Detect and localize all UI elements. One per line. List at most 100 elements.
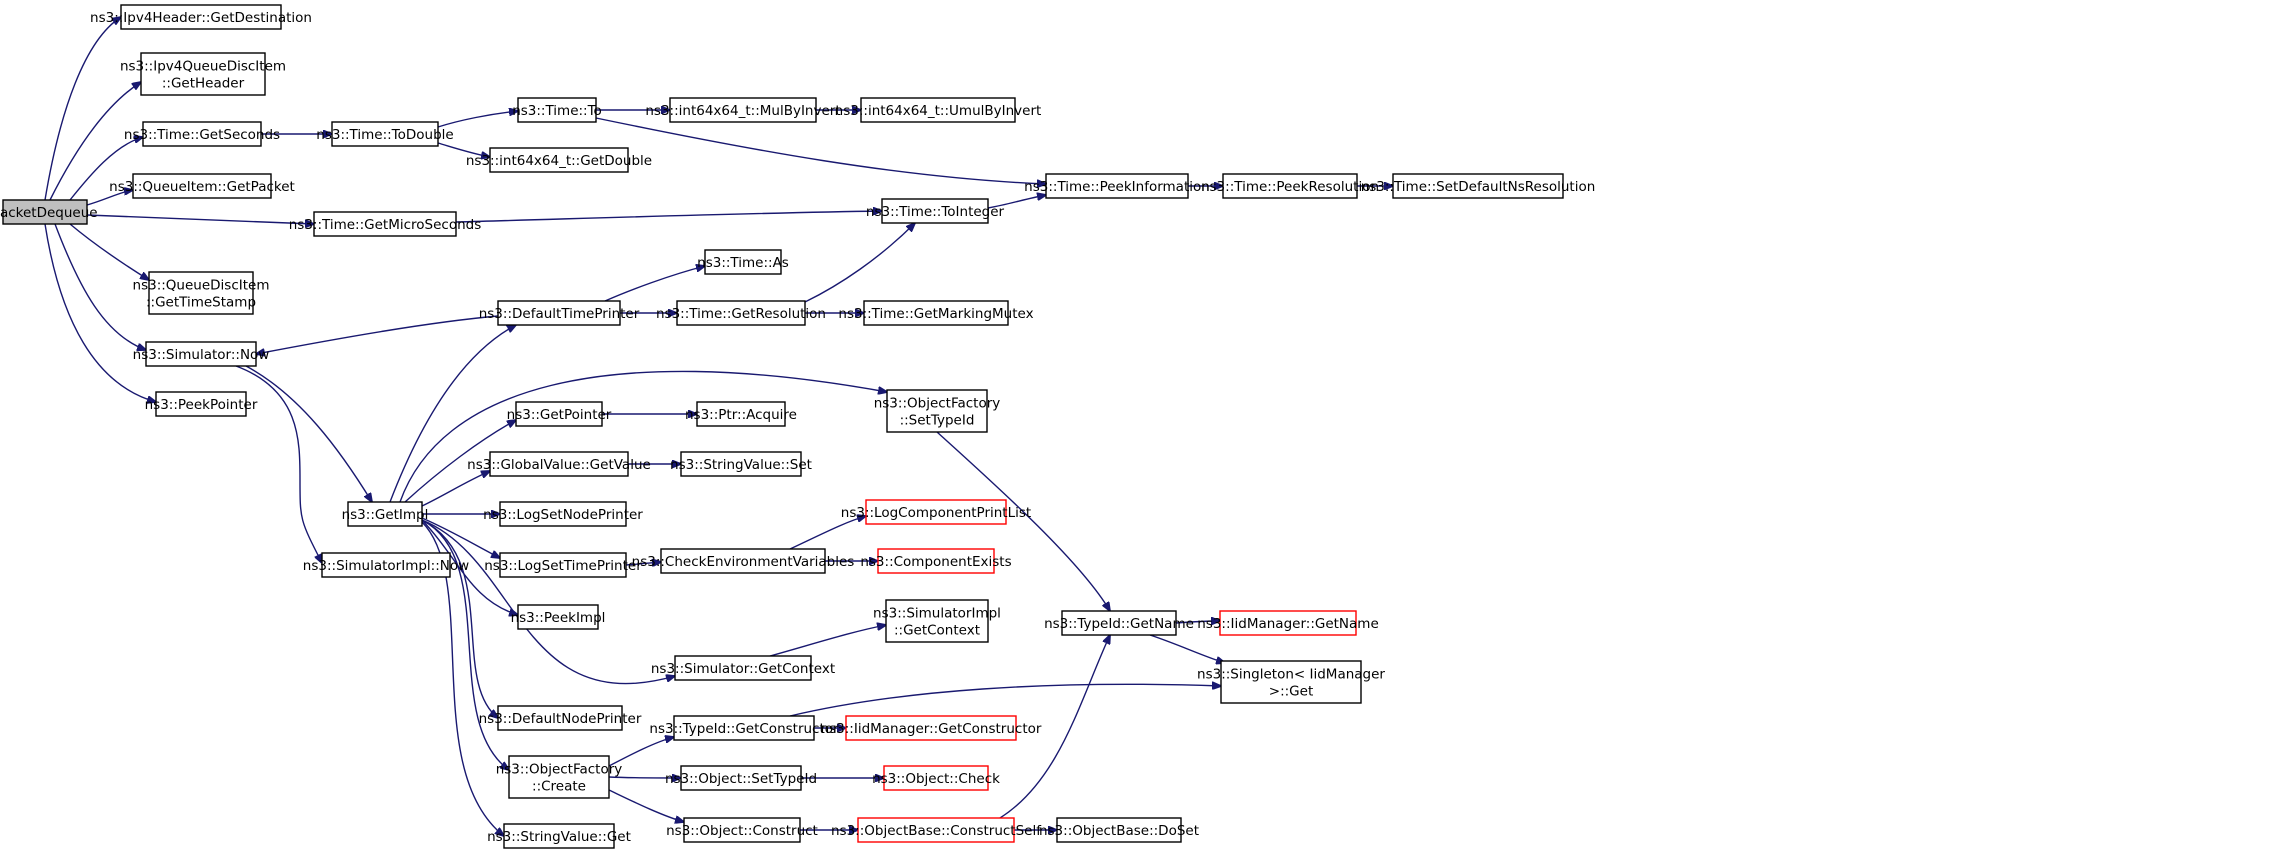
node-box-typeid-getname[interactable]	[1061, 610, 1177, 636]
node-simulatorimpl-getcontext[interactable]: ns3::SimulatorImpl::GetContext	[873, 599, 1001, 643]
node-box-time-to[interactable]	[517, 97, 597, 123]
node-time-getseconds[interactable]: ns3::Time::GetSeconds	[124, 121, 280, 147]
node-time-to[interactable]: ns3::Time::To	[512, 97, 602, 123]
node-time-getmicroseconds[interactable]: ns3::Time::GetMicroSeconds	[289, 211, 482, 237]
node-box-componentexists[interactable]	[877, 548, 995, 574]
node-box-objectfactory-create[interactable]	[508, 755, 610, 799]
node-time-getresolution[interactable]: ns3::Time::GetResolution	[656, 300, 826, 326]
node-packetdequeue[interactable]: PacketDequeue	[0, 199, 98, 225]
node-getimpl[interactable]: ns3::GetImpl	[342, 501, 429, 527]
node-time-todouble[interactable]: ns3::Time::ToDouble	[316, 121, 454, 147]
node-box-int64-mulbyinvert[interactable]	[669, 97, 817, 123]
node-box-peekimpl[interactable]	[517, 604, 599, 630]
node-typeid-getname[interactable]: ns3::TypeId::GetName	[1044, 610, 1194, 636]
node-ipv4qdi-getheader[interactable]: ns3::Ipv4QueueDiscItem::GetHeader	[120, 52, 286, 96]
node-box-time-peekinformation[interactable]	[1045, 173, 1189, 199]
node-box-int64-getdouble[interactable]	[489, 147, 629, 173]
node-globalvalue-getvalue[interactable]: ns3::GlobalValue::GetValue	[467, 451, 651, 477]
node-box-stringvalue-get[interactable]	[503, 823, 615, 849]
node-box-logsetnodeprinter[interactable]	[499, 501, 627, 527]
node-getpointer[interactable]: ns3::GetPointer	[507, 401, 612, 427]
node-qdi-gettimestamp[interactable]: ns3::QueueDiscItem::GetTimeStamp	[133, 271, 270, 315]
node-time-as[interactable]: ns3::Time::As	[697, 249, 789, 275]
node-box-iidmanager-getconstructor[interactable]	[845, 715, 1017, 741]
node-logcomponentprintlist[interactable]: ns3::LogComponentPrintList	[841, 499, 1031, 525]
node-time-getmarkingmutex[interactable]: ns3::Time::GetMarkingMutex	[838, 300, 1034, 326]
node-box-peekpointer[interactable]	[155, 391, 247, 417]
node-logsetnodeprinter[interactable]: ns3::LogSetNodePrinter	[483, 501, 643, 527]
node-object-construct[interactable]: ns3::Object::Construct	[666, 817, 818, 843]
node-box-time-todouble[interactable]	[331, 121, 439, 147]
node-box-time-getmarkingmutex[interactable]	[863, 300, 1009, 326]
node-box-simulatorimpl-getcontext[interactable]	[885, 599, 989, 643]
node-box-objectbase-doset[interactable]	[1056, 817, 1182, 843]
node-time-setdefaultnsresolution[interactable]: ns3::Time::SetDefaultNsResolution	[1361, 173, 1596, 199]
node-box-iidmanager-getname[interactable]	[1219, 610, 1357, 636]
node-int64-umulbyinvert[interactable]: ns3::int64x64_t::UmulByInvert	[835, 97, 1042, 123]
node-box-defaulttimeprinter[interactable]	[497, 300, 621, 326]
node-defaultnodeprinter[interactable]: ns3::DefaultNodePrinter	[479, 705, 642, 731]
node-simulatorimpl-now[interactable]: ns3::SimulatorImpl::Now	[303, 552, 469, 578]
node-box-defaultnodeprinter[interactable]	[497, 705, 623, 731]
node-objectfactory-settypeid[interactable]: ns3::ObjectFactory::SetTypeId	[874, 389, 1001, 433]
node-objectbase-constructself[interactable]: ns3::ObjectBase::ConstructSelf	[831, 817, 1042, 843]
node-box-getpointer[interactable]	[515, 401, 603, 427]
node-box-simulator-now[interactable]	[145, 341, 257, 367]
node-box-time-peekresolution[interactable]	[1222, 173, 1358, 199]
node-checkenvvars[interactable]: ns3::CheckEnvironmentVariables	[632, 548, 855, 574]
node-int64-mulbyinvert[interactable]: ns3::int64x64_t::MulByInvert	[645, 97, 841, 123]
node-box-object-settypeid[interactable]	[680, 765, 802, 791]
node-int64-getdouble[interactable]: ns3::int64x64_t::GetDouble	[466, 147, 652, 173]
node-box-getimpl[interactable]	[347, 501, 423, 527]
node-stringvalue-get[interactable]: ns3::StringValue::Get	[487, 823, 631, 849]
node-box-time-setdefaultnsresolution[interactable]	[1392, 173, 1564, 199]
node-typeid-getconstructor[interactable]: ns3::TypeId::GetConstructor	[649, 715, 839, 741]
node-logsettimeprinter[interactable]: ns3::LogSetTimePrinter	[484, 552, 642, 578]
node-box-queueitem-getpacket[interactable]	[132, 173, 272, 199]
node-time-peekinformation[interactable]: ns3::Time::PeekInformation	[1024, 173, 1210, 199]
node-defaulttimeprinter[interactable]: ns3::DefaultTimePrinter	[479, 300, 640, 326]
node-box-typeid-getconstructor[interactable]	[673, 715, 815, 741]
node-box-time-getresolution[interactable]	[676, 300, 806, 326]
node-iidmanager-getconstructor[interactable]: ns3::IidManager::GetConstructor	[821, 715, 1042, 741]
node-box-logcomponentprintlist[interactable]	[865, 499, 1007, 525]
node-ptr-acquire[interactable]: ns3::Ptr::Acquire	[685, 401, 797, 427]
node-box-time-tointeger[interactable]	[881, 198, 989, 224]
node-box-globalvalue-getvalue[interactable]	[489, 451, 629, 477]
node-box-ipv4qdi-getheader[interactable]	[140, 52, 266, 96]
node-componentexists[interactable]: ns3::ComponentExists	[860, 548, 1012, 574]
node-box-singleton-get[interactable]	[1220, 660, 1362, 704]
node-box-time-getseconds[interactable]	[142, 121, 262, 147]
node-ipv4-getdest[interactable]: ns3::Ipv4Header::GetDestination	[90, 4, 312, 30]
node-box-objectbase-constructself[interactable]	[857, 817, 1015, 843]
node-box-qdi-gettimestamp[interactable]	[148, 271, 254, 315]
node-objectfactory-create[interactable]: ns3::ObjectFactory::Create	[496, 755, 623, 799]
node-peekimpl[interactable]: ns3::PeekImpl	[511, 604, 606, 630]
node-box-objectfactory-settypeid[interactable]	[886, 389, 988, 433]
node-queueitem-getpacket[interactable]: ns3::QueueItem::GetPacket	[109, 173, 295, 199]
node-object-check[interactable]: ns3::Object::Check	[872, 765, 1000, 791]
node-box-int64-umulbyinvert[interactable]	[860, 97, 1016, 123]
node-object-settypeid[interactable]: ns3::Object::SetTypeId	[665, 765, 817, 791]
node-peekpointer[interactable]: ns3::PeekPointer	[145, 391, 258, 417]
node-objectbase-doset[interactable]: ns3::ObjectBase::DoSet	[1039, 817, 1199, 843]
node-box-object-construct[interactable]	[683, 817, 801, 843]
node-box-checkenvvars[interactable]	[660, 548, 826, 574]
node-box-stringvalue-set[interactable]	[680, 451, 802, 477]
node-simulator-now[interactable]: ns3::Simulator::Now	[133, 341, 270, 367]
node-box-object-check[interactable]	[883, 765, 989, 791]
node-box-simulatorimpl-now[interactable]	[321, 552, 451, 578]
node-box-ptr-acquire[interactable]	[696, 401, 786, 427]
node-box-time-as[interactable]	[704, 249, 782, 275]
node-time-peekresolution[interactable]: ns3::Time::PeekResolution	[1201, 173, 1379, 199]
node-stringvalue-set[interactable]: ns3::StringValue::Set	[670, 451, 812, 477]
node-time-tointeger[interactable]: ns3::Time::ToInteger	[866, 198, 1005, 224]
node-box-simulator-getcontext[interactable]	[674, 655, 812, 681]
node-box-logsettimeprinter[interactable]	[499, 552, 627, 578]
node-singleton-get[interactable]: ns3::Singleton< IidManager >::Get	[1197, 660, 1385, 704]
node-box-packetdequeue[interactable]	[2, 199, 88, 225]
node-box-time-getmicroseconds[interactable]	[313, 211, 457, 237]
node-iidmanager-getname[interactable]: ns3::IidManager::GetName	[1197, 610, 1379, 636]
node-box-ipv4-getdest[interactable]	[120, 4, 282, 30]
node-simulator-getcontext[interactable]: ns3::Simulator::GetContext	[651, 655, 835, 681]
